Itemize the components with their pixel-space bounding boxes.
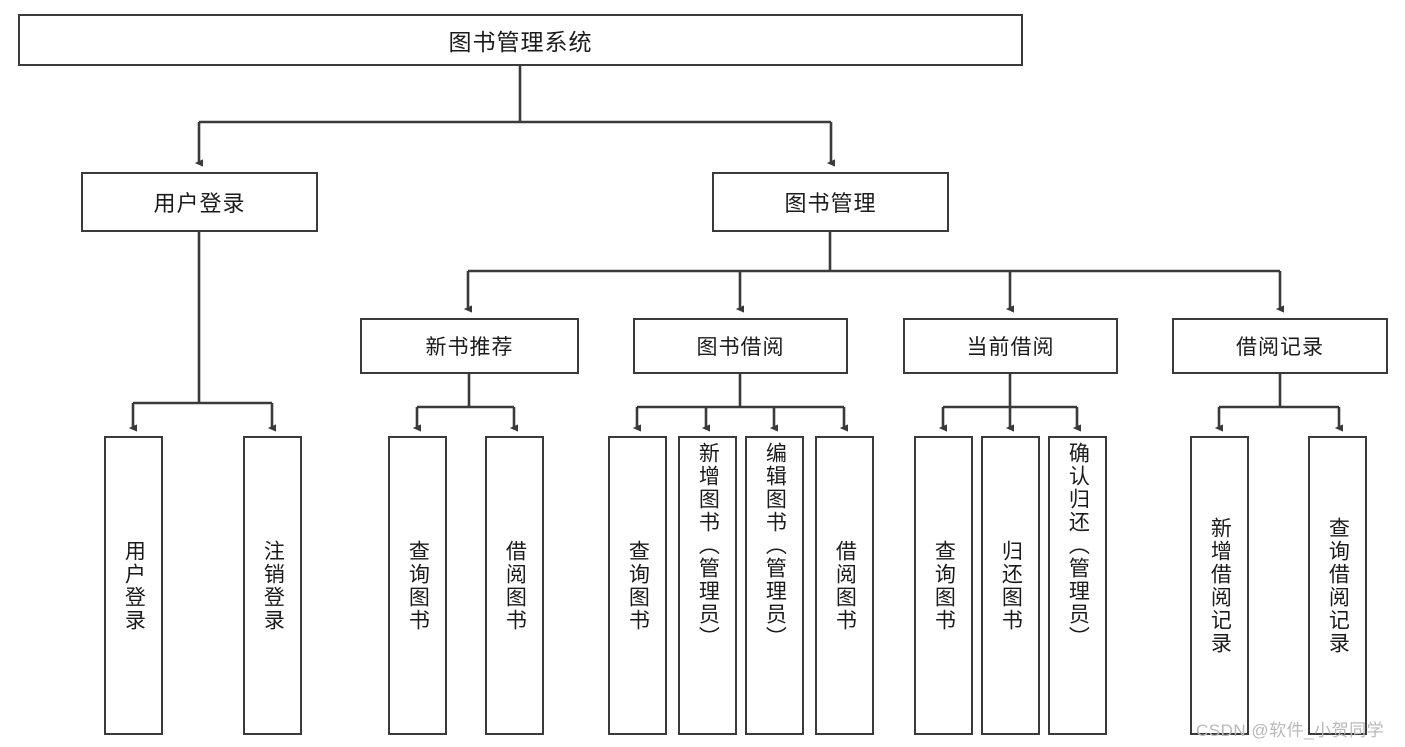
node-book-management[interactable]: 图书管理 <box>712 172 949 232</box>
csdn-watermark: CSDN @软件_小贺同学 <box>1196 721 1385 740</box>
node-user-login[interactable]: 用户登录 <box>81 172 318 232</box>
leaf-borrow-book[interactable]: 借阅图书 <box>815 436 874 735</box>
leaf-confirm-return[interactable]: 确认归还（管理员） <box>1048 436 1107 735</box>
node-new-book-recommend[interactable]: 新书推荐 <box>360 318 579 374</box>
leaf-add-book[interactable]: 新增图书（管理员） <box>678 436 737 735</box>
leaf-query-book-recommend[interactable]: 查询图书 <box>388 436 447 735</box>
leaf-query-book-current[interactable]: 查询图书 <box>914 436 973 735</box>
leaf-logout[interactable]: 注销登录 <box>243 436 302 735</box>
leaf-add-borrow-record[interactable]: 新增借阅记录 <box>1190 436 1249 735</box>
node-borrow-record[interactable]: 借阅记录 <box>1172 318 1388 374</box>
node-book-borrow[interactable]: 图书借阅 <box>633 318 848 374</box>
leaf-return-book[interactable]: 归还图书 <box>981 436 1040 735</box>
leaf-user-login[interactable]: 用户登录 <box>104 436 163 735</box>
leaf-edit-book[interactable]: 编辑图书（管理员） <box>745 436 804 735</box>
node-root[interactable]: 图书管理系统 <box>18 14 1023 66</box>
leaf-borrow-book-recommend[interactable]: 借阅图书 <box>485 436 544 735</box>
node-current-borrow[interactable]: 当前借阅 <box>903 318 1118 374</box>
leaf-query-borrow-record[interactable]: 查询借阅记录 <box>1308 436 1367 735</box>
leaf-query-book-borrow[interactable]: 查询图书 <box>608 436 667 735</box>
